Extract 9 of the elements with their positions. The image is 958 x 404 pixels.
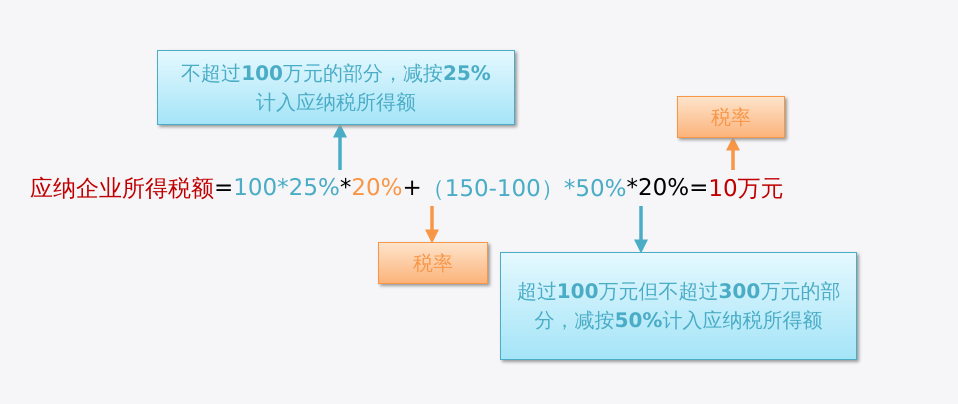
note-box: 不超过100万元的部分，减按25%计入应纳税所得额 bbox=[157, 50, 515, 125]
label-box: 税率 bbox=[677, 96, 785, 138]
arrow bbox=[425, 206, 439, 244]
arrow bbox=[726, 136, 740, 170]
arrow bbox=[333, 124, 347, 170]
arrow bbox=[634, 206, 648, 254]
note-box: 超过100万元但不超过300万元的部分，减按50%计入应纳税所得额 bbox=[500, 252, 857, 360]
formula-text: 应纳企业所得税额=100*25%*20%+（150-100）*50%*20%=10万元 bbox=[30, 170, 870, 206]
label-box: 税率 bbox=[378, 242, 488, 284]
